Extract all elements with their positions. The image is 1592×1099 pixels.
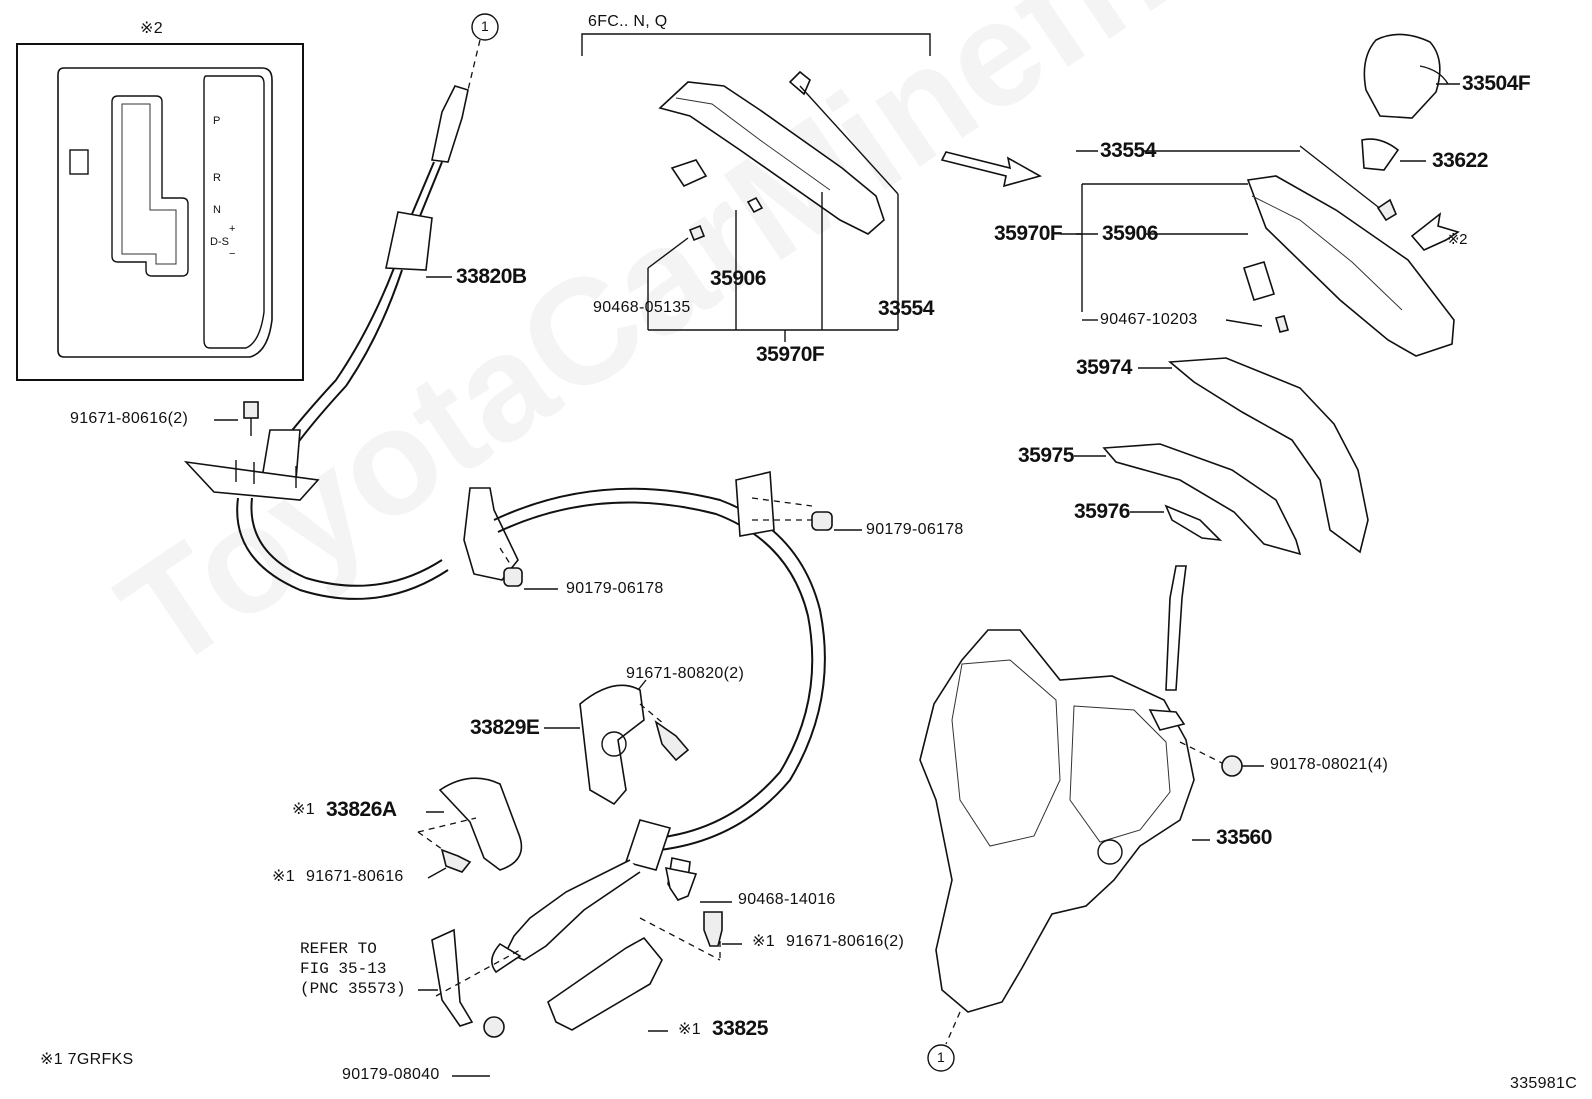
figure-code: 335981C bbox=[1510, 1075, 1578, 1092]
label-33820B: 33820B bbox=[456, 265, 527, 288]
gate-letter-n: N bbox=[213, 204, 221, 216]
bracket-33826A bbox=[417, 777, 523, 873]
leader-lines bbox=[214, 83, 1460, 1077]
label-91671-80616: 91671-80616 bbox=[306, 868, 404, 885]
gate-letter-plus: + bbox=[229, 223, 236, 235]
label-35974: 35974 bbox=[1076, 356, 1132, 379]
shift-cable-upper bbox=[183, 13, 499, 600]
gate-letter-ds: D-S bbox=[210, 236, 229, 248]
shift-gate-inset bbox=[16, 43, 304, 381]
clip-90468-14016 bbox=[664, 866, 698, 901]
note-mark-33826A: ※1 bbox=[292, 801, 315, 818]
label-33826A: 33826A bbox=[326, 798, 397, 821]
note-mark-33825: ※1 bbox=[678, 1021, 701, 1038]
trim-group-6fc bbox=[581, 33, 931, 342]
label-90179-08040: 90179-08040 bbox=[342, 1066, 440, 1083]
gate-letter-p: P bbox=[213, 115, 221, 127]
shift-cable-lower bbox=[463, 471, 833, 974]
note-mark-91671-80616-c: ※1 bbox=[752, 933, 775, 950]
label-90178-08021: 90178-08021(4) bbox=[1270, 756, 1389, 773]
label-33622: 33622 bbox=[1432, 149, 1488, 172]
label-33504F: 33504F bbox=[1462, 72, 1531, 95]
arrow-note: ※2 bbox=[1447, 231, 1467, 248]
inset-note-label: ※2 bbox=[140, 20, 163, 37]
label-35970F-mid: 35970F bbox=[756, 343, 825, 366]
refer-line-2: FIG 35-13 bbox=[300, 960, 387, 978]
label-35906-mid: 35906 bbox=[710, 267, 766, 290]
gate-letter-minus: − bbox=[229, 248, 236, 260]
label-33829E: 33829E bbox=[470, 716, 540, 739]
refer-line-3: (PNC 35573) bbox=[300, 980, 406, 998]
group-header: 6FC.. N, Q bbox=[588, 13, 668, 30]
label-33825: 33825 bbox=[712, 1017, 768, 1040]
console-group-right bbox=[1081, 33, 1460, 556]
label-91671-80616-c: 91671-80616(2) bbox=[786, 933, 905, 950]
label-91671-80820-2: 91671-80820(2) bbox=[626, 665, 745, 682]
label-33554-right: 33554 bbox=[1100, 139, 1156, 162]
label-90468-05135: 90468-05135 bbox=[593, 299, 691, 316]
label-35906-right: 35906 bbox=[1102, 222, 1158, 245]
cover-33825 bbox=[547, 911, 723, 1031]
label-90467-10203: 90467-10203 bbox=[1100, 311, 1198, 328]
label-91671-80616-2: 91671-80616(2) bbox=[70, 410, 189, 427]
label-35975: 35975 bbox=[1018, 444, 1074, 467]
circle-marker-bottom: 1 bbox=[937, 1049, 945, 1065]
gate-letter-r: R bbox=[213, 172, 221, 184]
footnote: ※1 7GRFKS bbox=[40, 1051, 134, 1068]
bracket-refer-35573 bbox=[431, 928, 521, 1038]
label-33554-mid: 33554 bbox=[878, 297, 934, 320]
note-mark-91671-80616: ※1 bbox=[272, 868, 295, 885]
direction-arrow bbox=[940, 151, 1043, 188]
label-90179-06178-b: 90179-06178 bbox=[566, 580, 664, 597]
shift-lever-assembly bbox=[919, 565, 1243, 1072]
label-90468-14016: 90468-14016 bbox=[738, 891, 836, 908]
label-35976: 35976 bbox=[1074, 500, 1130, 523]
label-90179-06178-a: 90179-06178 bbox=[866, 521, 964, 538]
label-33560: 33560 bbox=[1216, 826, 1272, 849]
refer-line-1: REFER TO bbox=[300, 940, 377, 958]
circle-marker-top: 1 bbox=[481, 18, 489, 34]
label-35970F-right: 35970F bbox=[994, 222, 1063, 245]
bracket-33829E bbox=[579, 684, 690, 806]
